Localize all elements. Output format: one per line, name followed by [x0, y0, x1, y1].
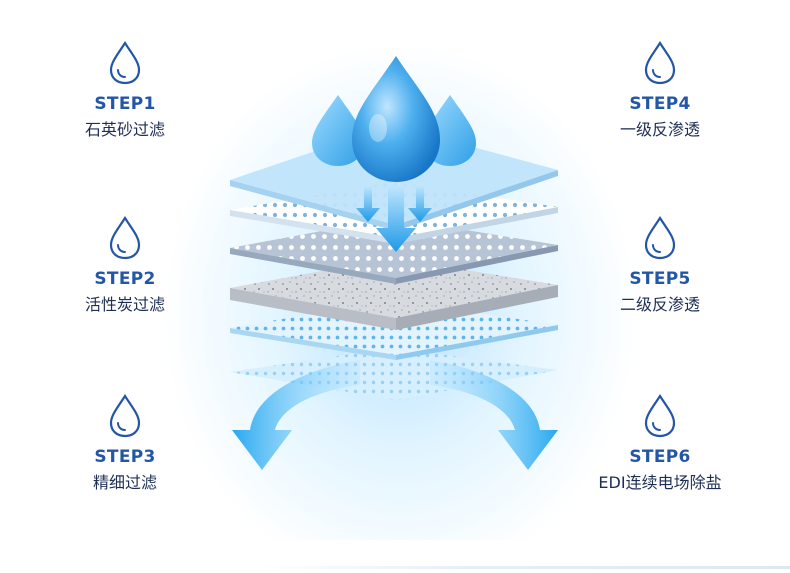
step-description: 一级反渗透: [619, 120, 700, 139]
layer-carbon: [230, 258, 558, 330]
step-number: STEP5: [629, 269, 691, 289]
step-description: 活性炭过滤: [84, 295, 165, 314]
water-drop-icon: [644, 215, 676, 260]
water-drop-icon: [109, 40, 141, 85]
step-number: STEP6: [629, 447, 691, 467]
down-arrows: [356, 186, 432, 252]
water-drop-icon: [644, 40, 676, 85]
layer-membrane: [230, 348, 558, 400]
step-description: 精细过滤: [92, 473, 157, 492]
step-3: STEP3 精细过滤: [30, 393, 220, 493]
main-water-droplet: [352, 56, 440, 182]
step-6: STEP6 EDI连续电场除盐: [565, 393, 755, 493]
step-number: STEP2: [94, 269, 156, 289]
water-drop-icon: [109, 215, 141, 260]
water-drop-icon: [644, 393, 676, 438]
step-description: 二级反渗透: [619, 295, 700, 314]
step-number: STEP4: [629, 94, 691, 114]
step-5: STEP5 二级反渗透: [565, 215, 755, 315]
step-1: STEP1 石英砂过滤: [30, 40, 220, 140]
side-droplet-left: [312, 95, 364, 166]
output-arrow-right: [430, 360, 558, 470]
step-4: STEP4 一级反渗透: [565, 40, 755, 140]
step-description: 石英砂过滤: [84, 120, 165, 139]
water-drop-icon: [109, 393, 141, 438]
output-arrow-left: [232, 360, 360, 470]
step-number: STEP3: [94, 447, 156, 467]
step-number: STEP1: [94, 94, 156, 114]
step-2: STEP2 活性炭过滤: [30, 215, 220, 315]
step-description: EDI连续电场除盐: [598, 473, 722, 492]
bottom-divider: [255, 566, 790, 569]
